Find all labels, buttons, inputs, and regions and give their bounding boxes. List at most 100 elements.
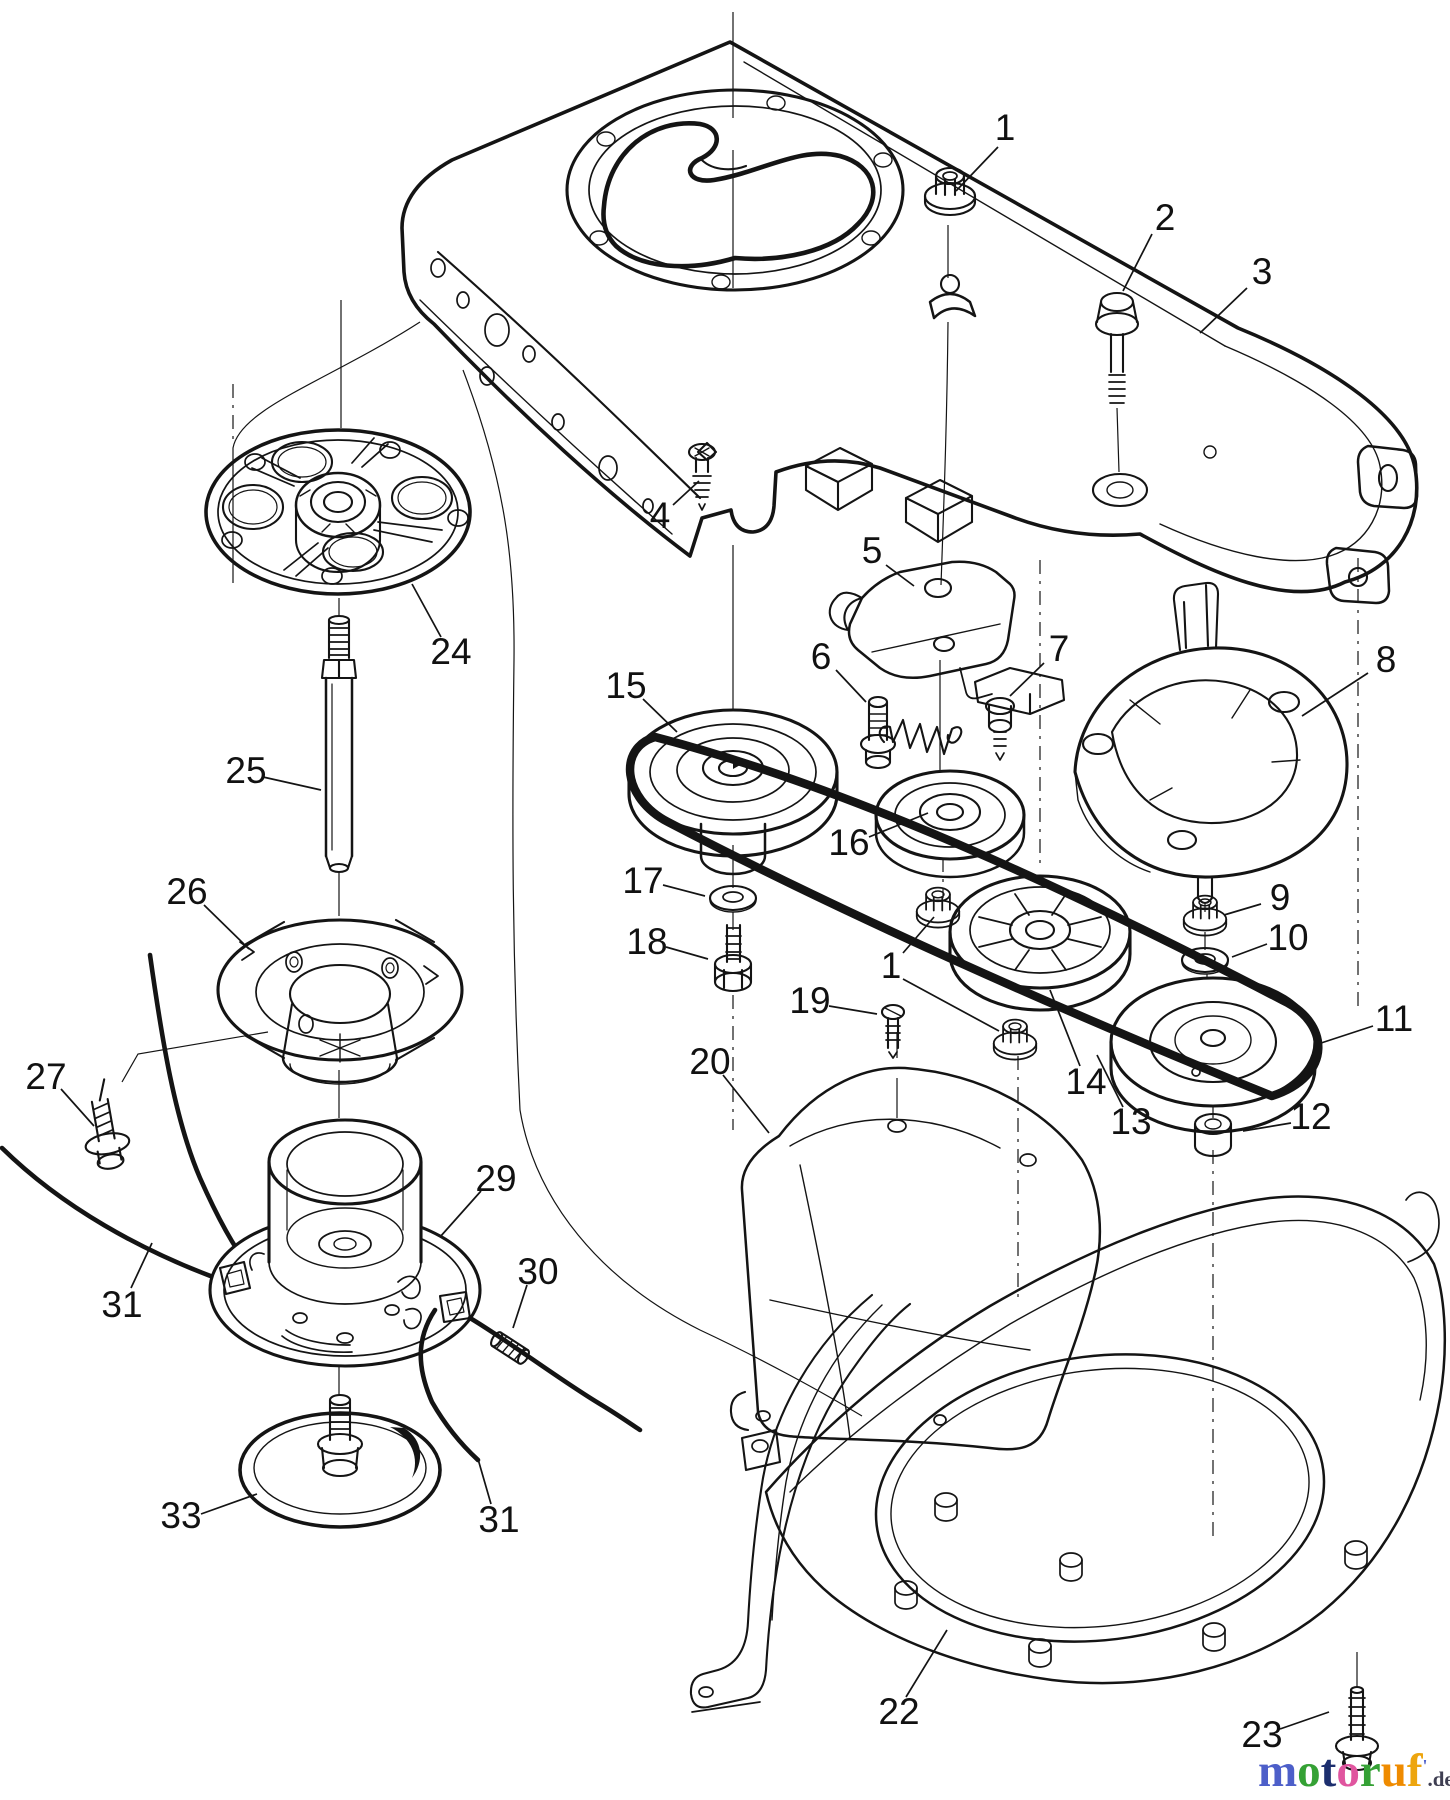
watermark-letter: o <box>1336 1745 1360 1797</box>
callout-9: 9 <box>1223 877 1291 918</box>
brake-arm-7 <box>973 666 1066 761</box>
callout-2: 2 <box>1122 197 1176 292</box>
svg-text:9: 9 <box>1270 877 1291 918</box>
bottom-cover-22 <box>689 1191 1447 1713</box>
callout-15: 15 <box>605 665 678 733</box>
trimmer-head-29 <box>208 1118 482 1368</box>
svg-text:1: 1 <box>881 945 902 986</box>
callout-18: 18 <box>626 921 709 962</box>
spacer-12 <box>1193 1112 1233 1158</box>
trimmer-line-31-left <box>147 952 253 1271</box>
svg-text:19: 19 <box>789 980 830 1021</box>
washer-17 <box>708 884 758 914</box>
svg-text:23: 23 <box>1241 1714 1282 1755</box>
svg-text:31: 31 <box>101 1284 142 1325</box>
extension-spring <box>878 718 963 756</box>
svg-text:15: 15 <box>605 665 646 706</box>
deck-end-tab-lower <box>1325 546 1391 605</box>
spindle-pulley-14 <box>948 874 1132 1012</box>
idler-bracket-5 <box>828 560 1016 700</box>
watermark-letter: f <box>1406 1745 1423 1797</box>
belt-guide-clip-a <box>804 446 874 512</box>
callout-3: 3 <box>1199 251 1273 334</box>
svg-text:3: 3 <box>1252 251 1273 292</box>
hex-bolt-2 <box>1094 291 1140 473</box>
callout-22: 22 <box>878 1629 948 1732</box>
watermark-letter: r <box>1359 1745 1381 1797</box>
ball-detail <box>939 273 961 295</box>
screw-4 <box>687 442 717 511</box>
callout-29: 29 <box>439 1158 517 1238</box>
svg-text:14: 14 <box>1065 1061 1106 1102</box>
watermark-letter: t <box>1320 1745 1337 1797</box>
svg-text:1: 1 <box>995 107 1016 148</box>
svg-text:10: 10 <box>1267 917 1308 958</box>
watermark-letter: m <box>1258 1745 1298 1797</box>
callout-7: 7 <box>1009 628 1070 697</box>
brake-housing-8 <box>1073 581 1349 905</box>
svg-text:25: 25 <box>225 750 266 791</box>
svg-text:4: 4 <box>650 495 671 536</box>
callout-16: 16 <box>828 812 929 863</box>
svg-text:2: 2 <box>1155 197 1176 238</box>
svg-text:29: 29 <box>475 1158 516 1199</box>
callout-25: 25 <box>225 750 322 791</box>
svg-text:11: 11 <box>1375 998 1413 1039</box>
hex-bolt-18 <box>713 923 753 993</box>
deflector-shield-20 <box>729 1066 1102 1451</box>
callout-19: 19 <box>789 980 878 1021</box>
deck-wall-holes <box>430 258 654 514</box>
svg-text:22: 22 <box>878 1691 919 1732</box>
flange-nut-1-low <box>992 1018 1038 1061</box>
deck-housing <box>400 40 1419 605</box>
svg-text:6: 6 <box>811 636 832 677</box>
svg-text:33: 33 <box>160 1495 201 1536</box>
callout-14: 14 <box>1049 989 1107 1102</box>
watermark-letter: u <box>1380 1745 1407 1797</box>
callout-24: 24 <box>411 583 472 672</box>
shoulder-bolt-6 <box>859 695 897 770</box>
callout-23: 23 <box>1241 1711 1330 1755</box>
spool-housing-26 <box>216 918 464 1085</box>
hub-plate-24 <box>204 428 472 596</box>
screw-27 <box>84 1078 131 1170</box>
callout-8: 8 <box>1301 639 1397 717</box>
svg-text:24: 24 <box>430 631 471 672</box>
callout-11: 11 <box>1314 998 1413 1046</box>
callout-6: 6 <box>811 636 867 703</box>
watermark-letter: o <box>1297 1745 1321 1797</box>
callout-1-top: 1 <box>955 107 1016 192</box>
drive-belt-13 <box>625 732 1323 1101</box>
callout-31-low: 31 <box>477 1458 520 1540</box>
engine-mount-flange <box>565 88 905 292</box>
callout-13: 13 <box>1096 1054 1152 1142</box>
svg-text:16: 16 <box>828 822 869 863</box>
svg-text:30: 30 <box>517 1251 558 1292</box>
spindle-shaft-25 <box>320 614 358 874</box>
callout-17: 17 <box>622 860 706 901</box>
callouts: 1 2 3 4 5 6 7 8 15 16 17 18 9 10 1 19 20… <box>25 107 1413 1755</box>
svg-text:31: 31 <box>478 1499 519 1540</box>
svg-text:20: 20 <box>689 1041 730 1082</box>
watermark-suffix: .de <box>1427 1767 1450 1791</box>
spool-cover-33 <box>238 1393 442 1529</box>
callout-12: 12 <box>1242 1096 1332 1137</box>
screw-19 <box>880 1003 906 1059</box>
callout-30: 30 <box>512 1251 559 1329</box>
svg-text:26: 26 <box>166 871 207 912</box>
svg-text:5: 5 <box>862 530 883 571</box>
callout-33: 33 <box>160 1493 258 1536</box>
trimmer-line-31-down <box>418 1307 481 1463</box>
svg-text:8: 8 <box>1376 639 1397 680</box>
callout-20: 20 <box>689 1041 770 1134</box>
screw-23 <box>1334 1685 1380 1772</box>
line-sleeve-30 <box>490 1331 530 1365</box>
svg-text:7: 7 <box>1049 628 1070 669</box>
motoruf-watermark: motoruf'.de <box>1258 1745 1450 1797</box>
callout-5: 5 <box>862 530 915 587</box>
svg-text:12: 12 <box>1290 1096 1331 1137</box>
callout-31-left: 31 <box>101 1242 153 1325</box>
callout-4: 4 <box>650 480 700 536</box>
